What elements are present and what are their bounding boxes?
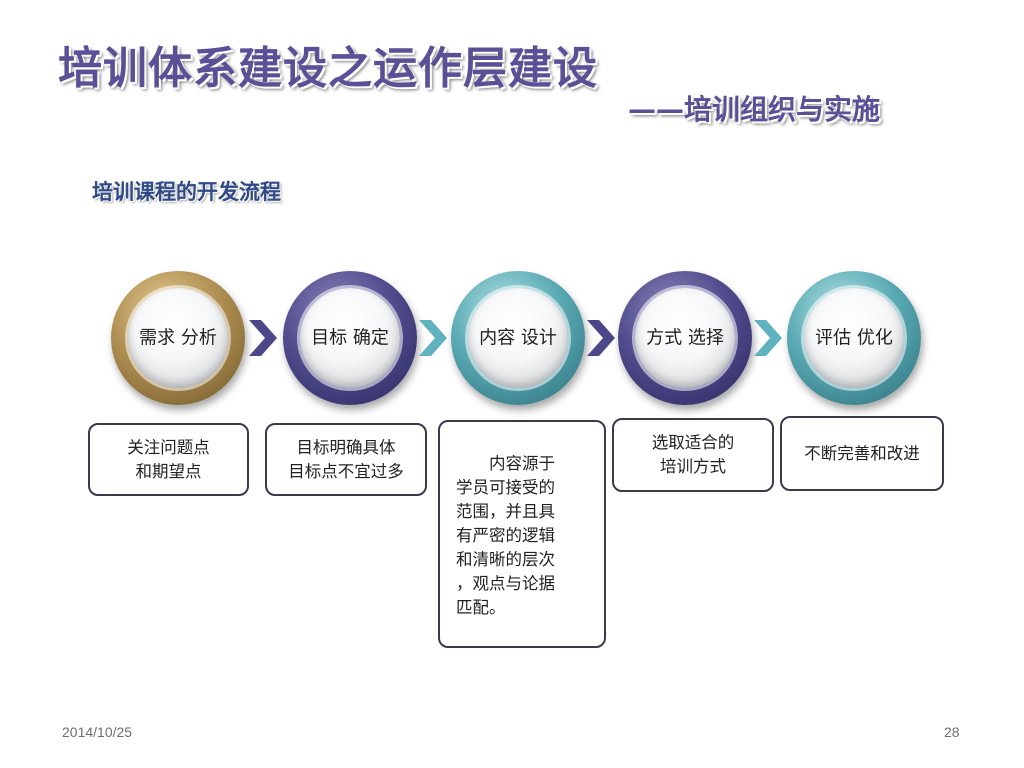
step-ring-face: 目标 确定 xyxy=(300,288,400,388)
description-line: 内容源于 xyxy=(456,454,555,473)
step-label: 方式 选择 xyxy=(635,326,735,351)
description-line: 范围，并且具 xyxy=(456,502,555,521)
step-description-box: 关注问题点 和期望点 xyxy=(88,423,249,496)
step-ring-face: 需求 分析 xyxy=(128,288,228,388)
description-line: 学员可接受的 xyxy=(456,478,555,497)
section-title: 培训课程的开发流程 xyxy=(92,180,281,204)
chevron-right-icon xyxy=(249,320,277,356)
step-ring-needs-analysis: 需求 分析 xyxy=(111,271,245,405)
step-description-box: 内容源于 学员可接受的 范围，并且具 有严密的逻辑 和清晰的层次 ，观点与论据 … xyxy=(438,420,606,648)
step-label-line2: 确定 xyxy=(352,327,389,349)
description-line: 匹配。 xyxy=(456,598,506,617)
chevron-right-icon xyxy=(587,320,615,356)
step-label-line2: 分析 xyxy=(180,327,217,349)
description-line: 关注问题点 xyxy=(127,438,210,457)
description-line: 有严密的逻辑 xyxy=(456,526,555,545)
step-label-line2: 优化 xyxy=(856,327,893,349)
step-ring-face: 评估 优化 xyxy=(804,288,904,388)
step-label-line2: 选择 xyxy=(687,327,724,349)
chevron-right-icon xyxy=(754,320,782,356)
chevron-right-icon xyxy=(419,320,447,356)
step-label-line1: 需求 xyxy=(139,327,176,349)
description-line: 和期望点 xyxy=(135,462,202,481)
step-ring-face: 方式 选择 xyxy=(635,288,735,388)
step-description-box: 不断完善和改进 xyxy=(780,416,944,491)
step-label-line1: 方式 xyxy=(646,327,683,349)
step-description-box: 选取适合的 培训方式 xyxy=(612,418,774,492)
slide-subtitle: ——培训组织与实施 xyxy=(628,93,881,126)
step-label: 需求 分析 xyxy=(128,326,228,351)
description-line: 不断完善和改进 xyxy=(804,444,920,463)
step-ring-face: 内容 设计 xyxy=(468,288,568,388)
description-line: 和清晰的层次 xyxy=(456,550,555,569)
description-line: 选取适合的 xyxy=(651,433,735,452)
description-line: 目标明确具体 xyxy=(296,438,396,457)
description-line: 目标点不宜过多 xyxy=(288,462,404,481)
step-ring-content-design: 内容 设计 xyxy=(451,271,585,405)
description-line: ，观点与论据 xyxy=(456,574,555,593)
footer-date: 2014/10/25 xyxy=(62,724,133,740)
step-label: 内容 设计 xyxy=(468,326,568,351)
step-ring-goal-setting: 目标 确定 xyxy=(283,271,417,405)
step-label: 评估 优化 xyxy=(804,326,904,351)
step-description-box: 目标明确具体 目标点不宜过多 xyxy=(265,423,427,496)
description-line: 培训方式 xyxy=(660,457,726,476)
slide-title: 培训体系建设之运作层建设 xyxy=(58,43,598,94)
page-number: 28 xyxy=(944,724,960,740)
step-label-line1: 目标 xyxy=(311,327,348,349)
step-label-line1: 评估 xyxy=(815,327,852,349)
step-label-line1: 内容 xyxy=(479,327,516,349)
step-ring-evaluation: 评估 优化 xyxy=(787,271,921,405)
step-label-line2: 设计 xyxy=(520,327,557,349)
step-ring-method-selection: 方式 选择 xyxy=(618,271,752,405)
step-label: 目标 确定 xyxy=(300,326,400,351)
